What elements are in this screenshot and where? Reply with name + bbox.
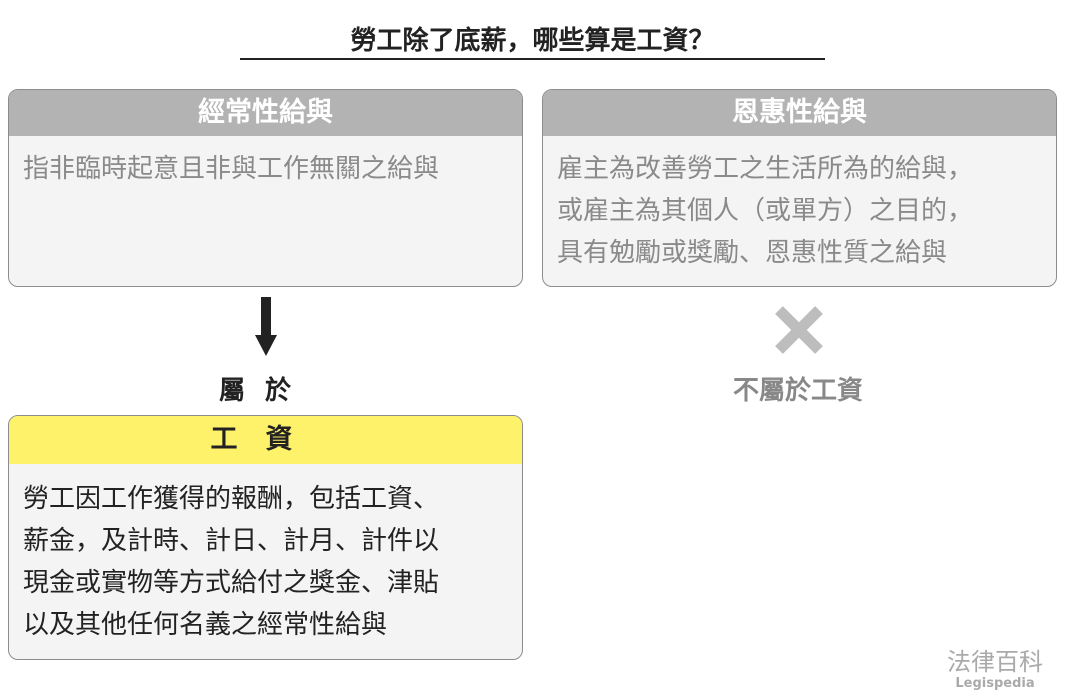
title-underline [240,58,825,60]
description-line: 具有勉勵或獎勵、恩惠性質之給與 [557,238,948,268]
description-line: 勞工因工作獲得的報酬，包括工資、 [23,484,440,514]
cross-icon [773,304,825,360]
description-line: 或雇主為其個人（或單方）之目的， [557,196,974,226]
wage-description: 勞工因工作獲得的報酬，包括工資、 薪金，及計時、計日、計月、計件以 現金或實物等… [9,464,522,658]
gratuity-payment-description: 雇主為改善勞工之生活所為的給與， 或雇主為其個人（或單方）之目的， 具有勉勵或獎… [543,136,1056,286]
regular-payment-header: 經常性給與 [9,90,522,136]
description-line: 指非臨時起意且非與工作無關之給與 [23,154,440,184]
down-arrow-icon [255,297,277,361]
description-line: 以及其他任何名義之經常性給與 [23,610,388,640]
regular-payment-description: 指非臨時起意且非與工作無關之給與 [9,136,522,202]
regular-payment-box: 經常性給與 指非臨時起意且非與工作無關之給與 [8,89,523,287]
diagram-title: 勞工除了底薪，哪些算是工資？ [350,26,715,56]
not-belongs-label: 不屬於工資 [732,376,863,406]
wage-box: 工資 勞工因工作獲得的報酬，包括工資、 薪金，及計時、計日、計月、計件以 現金或… [8,415,523,660]
watermark-logo-en: Legispedia [955,676,1035,691]
watermark-logo-cn: 法律百科 [947,648,1043,676]
description-line: 薪金，及計時、計日、計月、計件以 [23,526,440,556]
description-line: 現金或實物等方式給付之獎金、津貼 [23,568,440,598]
gratuity-payment-box: 恩惠性給與 雇主為改善勞工之生活所為的給與， 或雇主為其個人（或單方）之目的， … [542,89,1057,287]
wage-header: 工資 [9,416,522,464]
belongs-to-label: 屬於 [218,376,311,406]
gratuity-payment-header: 恩惠性給與 [543,90,1056,136]
description-line: 雇主為改善勞工之生活所為的給與， [557,154,974,184]
